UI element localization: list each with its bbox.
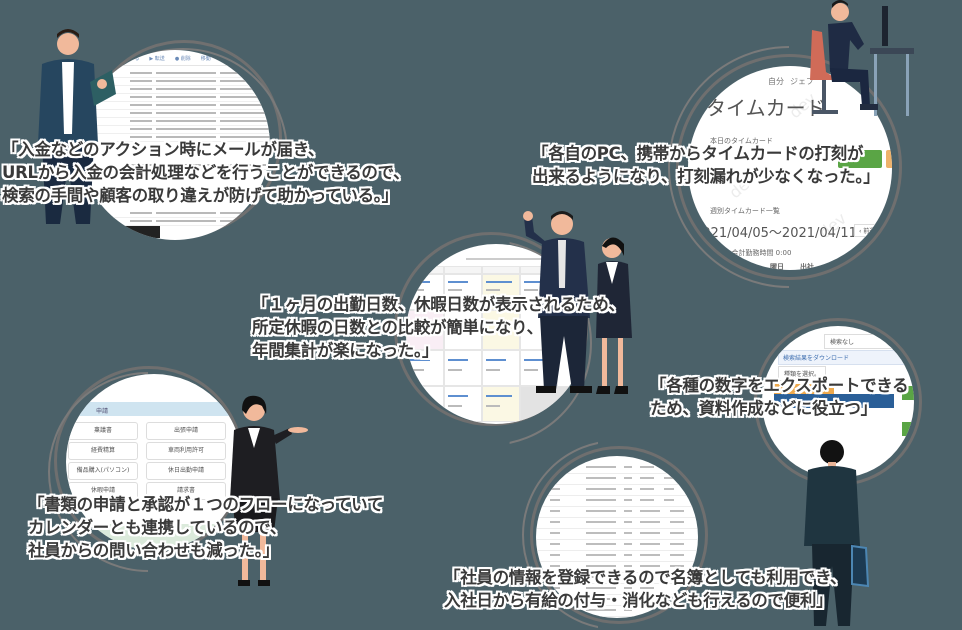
download-results-button[interactable]: 検索結果をダウンロード [778, 350, 908, 365]
testimonial-quote-application-flow: 「書類の申請と承認が１つのフローになっていて カレンダーとも連携しているので、 … [28, 495, 384, 560]
timecard-screenshot-circle: dev dev dev 自分 ジェブ タイムカード 本日のタイムカード 週別タイ… [688, 66, 892, 270]
apply-holiday-work-button[interactable]: 休日出勤申請 [146, 462, 226, 480]
man-and-woman-illustration [523, 211, 632, 394]
testimonial-quote-employee-registry: 「社員の情報を登録できるので名簿としても利用でき、 入社日から有給の付与・消化な… [444, 568, 847, 610]
apply-invoice-button[interactable]: 請求書 [146, 482, 226, 500]
search-condition-field[interactable]: 検索なし [824, 334, 906, 349]
testimonial-quote-attendance-days: 「１ヶ月の出勤日数、休暇日数が表示されるため、 所定休暇の日数との比較が簡単にな… [252, 295, 625, 360]
clock-in-button[interactable] [838, 150, 882, 168]
tab-web[interactable]: ジェブ [790, 77, 814, 86]
apply-leave-button[interactable]: 休暇申請 [68, 482, 138, 500]
weekly-timecard-label: 週別タイムカード一覧 [710, 207, 780, 215]
apply-business-trip-button[interactable]: 出張申請 [146, 422, 226, 440]
application-screenshot-circle: 申請 稟議書 出張申請 経費精算 車両利用許可 備品購入(パソコン) 休日出勤申… [66, 374, 242, 550]
apply-ringi-button[interactable]: 稟議書 [68, 422, 138, 440]
man-with-tablet-illustration [38, 29, 116, 224]
column-clock-in: 出社 [800, 263, 814, 270]
apply-vehicle-button[interactable]: 車両利用許可 [146, 442, 226, 460]
timecard-title: タイムカード [706, 96, 826, 120]
testimonial-quote-export: 「各種の数字をエクスポートできる ため、資料作成などに役立つ」 [650, 376, 909, 418]
column-weekday: 曜日 [770, 263, 784, 270]
apply-expense-button[interactable]: 経費精算 [68, 442, 138, 460]
employee-list-screenshot-circle [536, 456, 698, 618]
prev-week-button[interactable]: ‹ 前週 [854, 224, 881, 237]
man-at-desk-illustration [810, 0, 914, 116]
date-range: 2021/04/05～2021/04/11 [694, 226, 857, 241]
apply-equipment-button[interactable]: 備品購入(パソコン) [68, 462, 138, 480]
mail-toolbar: ■ 未読にする ▶ 転送 ● 削除 移動 [80, 50, 270, 66]
timecard-summary: 日0日、合計勤務時間 0:00 [706, 249, 792, 257]
testimonial-quote-payment-mail: 「入金などのアクション時にメールが届き、 URLから入金の会計処理などを行うこと… [2, 140, 410, 205]
man-walking-briefcase-illustration [804, 440, 870, 626]
today-timecard-label: 本日のタイムカード [710, 137, 773, 145]
testimonial-quote-timecard: 「各自のPC、携帯からタイムカードの打刻が 出来るようになり、打刻漏れが少なくな… [532, 144, 880, 186]
clock-out-button[interactable] [886, 150, 892, 168]
application-header: 申請 [66, 402, 242, 416]
tab-self[interactable]: 自分 [768, 77, 784, 86]
select-type-button[interactable]: 種類を選択。 [778, 366, 827, 381]
export-bar-orange [774, 384, 834, 394]
export-bar-blue [774, 394, 894, 408]
woman-presenting-illustration [230, 395, 308, 586]
